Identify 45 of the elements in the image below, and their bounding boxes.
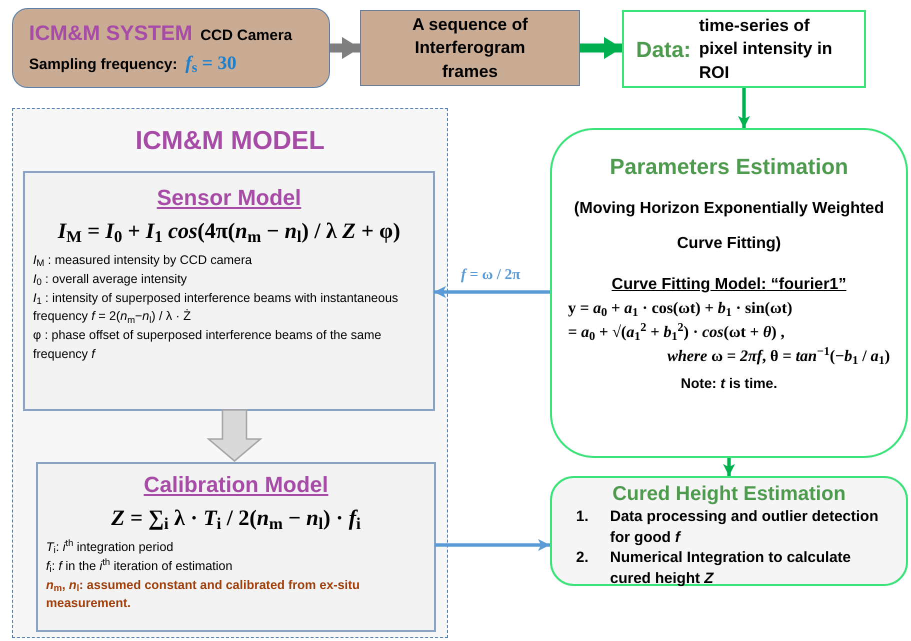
box-title: Cured Height Estimation xyxy=(611,482,847,507)
system-box xyxy=(12,8,330,88)
formula: = a$_{0}$ + √(a$_{1}$$^{2}$ + b$_{1}$$^{2}$) · cos(ωt + θ) , xyxy=(568,321,785,346)
arrow xyxy=(434,286,550,298)
data-box xyxy=(622,10,866,88)
description-text: f$_{i}$: f in the i$^{th}$ iteration of estimation xyxy=(46,556,234,576)
estimation-box xyxy=(550,128,908,458)
estimation-box xyxy=(550,476,908,586)
process-box xyxy=(360,10,580,86)
formula: Z = ∑$_{i}$ λ · T$_{i}$ / 2(n$_{m}$ − n$_{l}$) · f$_{i}$ xyxy=(111,504,361,534)
model-title: Calibration Model xyxy=(144,471,328,499)
arrow xyxy=(435,539,550,551)
box-subtitle: (Moving Horizon Exponentially Weighted Curve Fitting) xyxy=(573,199,885,254)
formula: y = a$_{0}$ + a$_{1}$ · cos(ωt) + b$_{1}$ · sin(ωt) xyxy=(568,299,792,322)
model-heading: Curve Fitting Model: “fourier1” xyxy=(612,275,846,296)
description-text: I$_{M}$ : measured intensity by CCD camera xyxy=(33,252,253,270)
block-arrow xyxy=(206,409,263,462)
box-text: A sequence of Interferogram frames xyxy=(411,14,529,83)
model-title: Sensor Model xyxy=(156,184,302,212)
arrow xyxy=(330,37,360,59)
arrow xyxy=(580,37,622,59)
description-text: φ : phase offset of superposed interference beams of the same frequency f xyxy=(33,327,382,363)
note-text: Note: t is time. xyxy=(680,374,778,394)
list-number: 1. xyxy=(576,507,590,527)
description-text: T$_{i}$: i$^{th}$ integration period xyxy=(46,538,174,557)
model-panel xyxy=(12,108,448,638)
box-title: Parameters Estimation xyxy=(610,153,848,181)
data-description: time-series of pixel intensity in ROI xyxy=(699,14,834,84)
description-text: I$_{0}$ : overall average intensity xyxy=(33,270,188,288)
description-text: n$_{m}$, n$_{l}$: assumed constant and calibrated from ex-situ measurement. xyxy=(46,576,361,612)
arrow xyxy=(738,88,750,128)
list-number: 2. xyxy=(576,548,590,568)
model-box xyxy=(36,462,436,632)
model-box xyxy=(23,171,435,411)
formula: where ω = 2πf, θ = tan$^{−1}$(−b$_{1}$ / a$_{1}$) xyxy=(667,345,890,370)
camera-label: CCD Camera xyxy=(200,26,292,46)
formula: I$_{M}$ = I$_{0}$ + I$_{1}$ cos(4π(n$_{m}$ − n$_{l}$) / λ Z + φ) xyxy=(58,217,400,247)
list-item: Numerical Integration to calculate cured height Z xyxy=(610,548,852,589)
data-heading: Data: xyxy=(636,36,692,64)
list-item: Data processing and outlier detection for good f xyxy=(610,507,880,548)
panel-title: ICM&M MODEL xyxy=(135,124,325,157)
system-title: ICM&M SYSTEM xyxy=(29,21,192,47)
formula: f$_{s}$ = 30 xyxy=(185,52,237,78)
frequency-label: Sampling frequency: xyxy=(29,54,178,74)
arrow xyxy=(723,458,735,476)
